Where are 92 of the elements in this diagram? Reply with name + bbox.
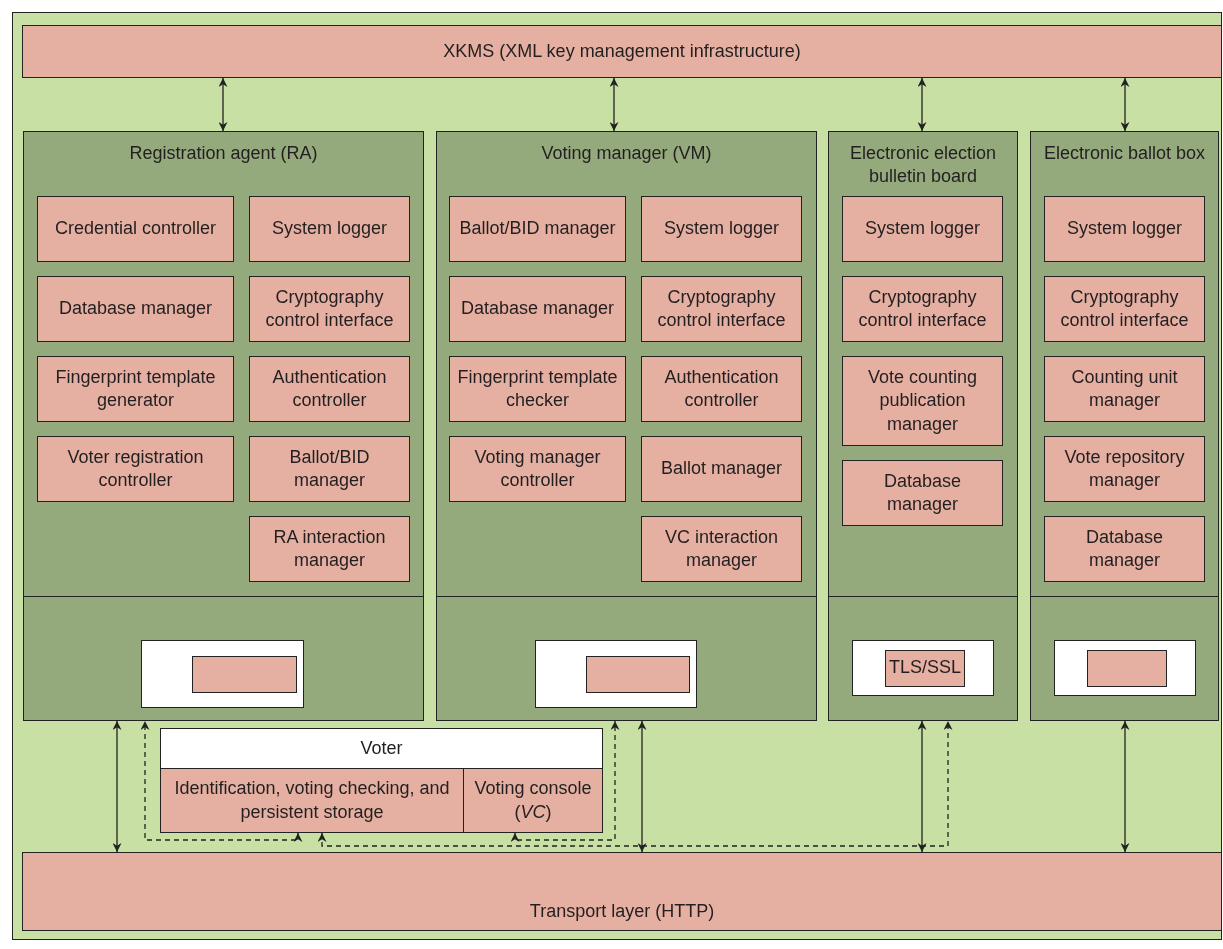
box-label: Voter registration controller bbox=[66, 445, 205, 492]
component-box bbox=[842, 276, 1003, 342]
arrow bbox=[112, 720, 122, 853]
container-box bbox=[1054, 640, 1196, 696]
arrow bbox=[609, 77, 619, 132]
box-label: Database manager bbox=[882, 469, 963, 516]
box-label: Identification, voting checking, and persistent storage bbox=[173, 777, 451, 824]
component-box bbox=[1044, 356, 1205, 422]
box-label: Cryptography control interface bbox=[857, 285, 988, 332]
container-box bbox=[852, 640, 994, 696]
component-box bbox=[1044, 516, 1205, 582]
box-label: Database manager bbox=[1084, 525, 1165, 572]
component-box bbox=[249, 516, 410, 582]
box-label: System logger bbox=[863, 217, 982, 241]
component-box bbox=[842, 356, 1003, 446]
component-box bbox=[885, 649, 965, 687]
box-label: Counting unit manager bbox=[1070, 365, 1179, 412]
component-box bbox=[641, 516, 802, 582]
box-label: Vote counting publication manager bbox=[866, 365, 979, 436]
dashed-arrow bbox=[510, 720, 620, 842]
layer-bar bbox=[22, 852, 1222, 931]
arrow bbox=[1120, 720, 1130, 853]
box-label: Voting console (VC) bbox=[473, 777, 593, 824]
box-label: Fingerprint template checker bbox=[456, 365, 619, 412]
box-label: Ballot/BID manager bbox=[288, 445, 371, 492]
component-box bbox=[842, 196, 1003, 262]
box-label: Authentication controller bbox=[271, 365, 388, 412]
component-box bbox=[37, 436, 234, 502]
box-label: Database manager bbox=[459, 297, 616, 321]
box-label: Ballot manager bbox=[659, 457, 784, 481]
box-label: TLS/SSL bbox=[888, 656, 963, 680]
component-box bbox=[37, 356, 234, 422]
panel-title: Voting manager (VM) bbox=[540, 142, 713, 165]
box-label: RA interaction manager bbox=[272, 525, 387, 572]
box-label: XKMS (XML key management infrastructure) bbox=[442, 39, 802, 63]
box-label: Fingerprint template generator bbox=[54, 365, 217, 412]
component-box bbox=[641, 356, 802, 422]
box-label: System logger bbox=[270, 217, 389, 241]
box-label: Authentication controller bbox=[663, 365, 780, 412]
box-label: Voting manager controller bbox=[473, 445, 602, 492]
component-box bbox=[463, 768, 603, 833]
arrow bbox=[637, 720, 647, 853]
box-label: Cryptography control interface bbox=[264, 285, 395, 332]
module-panel bbox=[1030, 131, 1219, 721]
box-label: Cryptography control interface bbox=[656, 285, 787, 332]
arrow bbox=[917, 720, 927, 853]
box-label: Credential controller bbox=[53, 217, 218, 241]
component-box bbox=[449, 356, 626, 422]
component-box bbox=[249, 436, 410, 502]
component-box bbox=[1044, 196, 1205, 262]
voter-panel bbox=[160, 728, 603, 833]
box-label: Database manager bbox=[57, 297, 214, 321]
module-panel bbox=[23, 131, 424, 721]
layer-bar bbox=[22, 25, 1222, 78]
component-box bbox=[249, 356, 410, 422]
component-box bbox=[249, 276, 410, 342]
module-panel bbox=[828, 131, 1018, 721]
dashed-arrow bbox=[140, 720, 303, 842]
box-label: Ballot/BID manager bbox=[458, 217, 617, 241]
box-label: Vote repository manager bbox=[1063, 445, 1186, 492]
box-label: VC interaction manager bbox=[663, 525, 780, 572]
module-panel bbox=[436, 131, 817, 721]
container-box bbox=[535, 640, 697, 708]
component-box bbox=[586, 655, 690, 693]
arrow bbox=[917, 77, 927, 132]
arrow bbox=[1120, 77, 1130, 132]
component-box bbox=[37, 276, 234, 342]
dashed-arrow bbox=[317, 720, 953, 847]
box-label: Cryptography control interface bbox=[1059, 285, 1190, 332]
component-box bbox=[249, 196, 410, 262]
component-box bbox=[1044, 436, 1205, 502]
component-box bbox=[160, 768, 464, 833]
component-box bbox=[641, 276, 802, 342]
component-box bbox=[192, 655, 297, 693]
panel-title: Electronic ballot box bbox=[1042, 142, 1207, 165]
component-box bbox=[842, 460, 1003, 526]
container-box bbox=[141, 640, 304, 708]
panel-title: Registration agent (RA) bbox=[128, 142, 319, 165]
component-box bbox=[1044, 276, 1205, 342]
box-label: System logger bbox=[1065, 217, 1184, 241]
panel-title: Voter bbox=[359, 737, 404, 760]
component-box bbox=[37, 196, 234, 262]
component-box bbox=[449, 276, 626, 342]
box-label: Transport layer (HTTP) bbox=[528, 899, 716, 923]
component-box bbox=[449, 196, 626, 262]
component-box bbox=[641, 436, 802, 502]
component-box bbox=[449, 436, 626, 502]
box-label: System logger bbox=[662, 217, 781, 241]
panel-title: Electronic election bulletin board bbox=[848, 142, 998, 189]
component-box bbox=[1087, 649, 1167, 687]
arrow bbox=[218, 77, 228, 132]
component-box bbox=[641, 196, 802, 262]
